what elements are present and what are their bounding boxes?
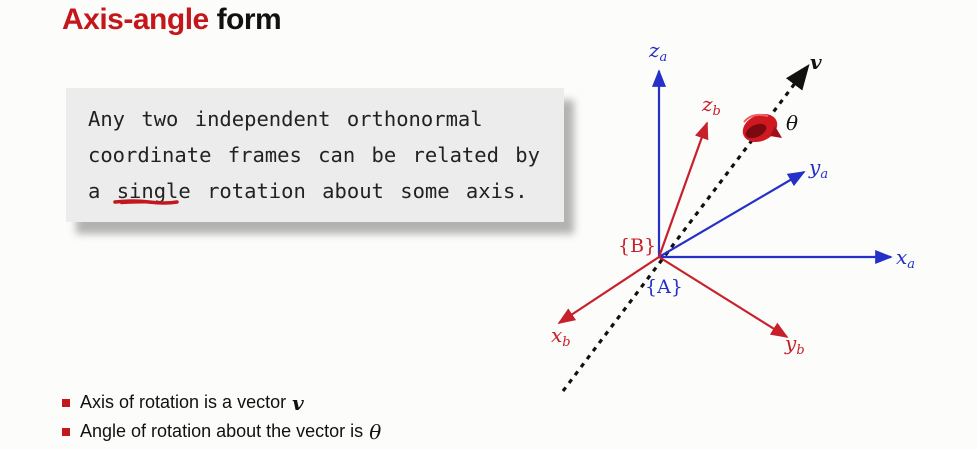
slide-title: Axis-angle form: [62, 3, 282, 37]
note-text: Any two independent orthonormal coordina…: [88, 101, 558, 209]
label-v: v: [810, 50, 822, 74]
bullet-list: Axis of rotation is a vector v Angle of …: [62, 388, 381, 446]
axis-zb: [657, 121, 709, 258]
title-rest: form: [216, 3, 282, 36]
bullet-text: Angle of rotation about the vector is: [80, 421, 364, 441]
axis-xb: [557, 256, 660, 324]
bullet-symbol: θ: [369, 419, 382, 444]
rotation-axis-v: [561, 63, 810, 392]
label-frame-b: {B}: [618, 235, 657, 257]
bullet-square-icon: [62, 398, 70, 407]
label-xa: xa: [896, 245, 916, 272]
label-za: za: [649, 38, 668, 65]
label-xb: xb: [551, 323, 571, 350]
label-theta: θ: [786, 111, 799, 135]
axis-yb: [658, 256, 789, 338]
label-zb: zb: [702, 92, 721, 119]
note-line-3: a single rotation about some axis.: [88, 173, 558, 209]
hand-underline: [113, 199, 179, 205]
bullet-symbol: v: [292, 390, 304, 415]
note-underlined-word: single: [116, 179, 191, 203]
label-yb: yb: [785, 331, 805, 358]
axis-ya: [658, 171, 806, 258]
label-frame-a: {A}: [645, 276, 683, 298]
bullet-square-icon: [62, 427, 70, 436]
note-card: [66, 88, 564, 222]
note-line-3-pre: a: [88, 179, 117, 203]
note-line-2: coordinate frames can be related by: [88, 143, 540, 167]
title-highlight: Axis-angle: [62, 3, 209, 36]
bullet-text: Axis of rotation is a vector: [80, 392, 287, 412]
bullet-item: Axis of rotation is a vector v: [62, 388, 381, 417]
note-line-3-post: rotation about some axis.: [190, 179, 528, 203]
note-line-1: Any two independent orthonormal: [88, 107, 483, 131]
rotation-direction-icon: [742, 113, 782, 143]
label-ya: ya: [809, 155, 829, 182]
bullet-item: Angle of rotation about the vector is θ: [62, 417, 381, 446]
